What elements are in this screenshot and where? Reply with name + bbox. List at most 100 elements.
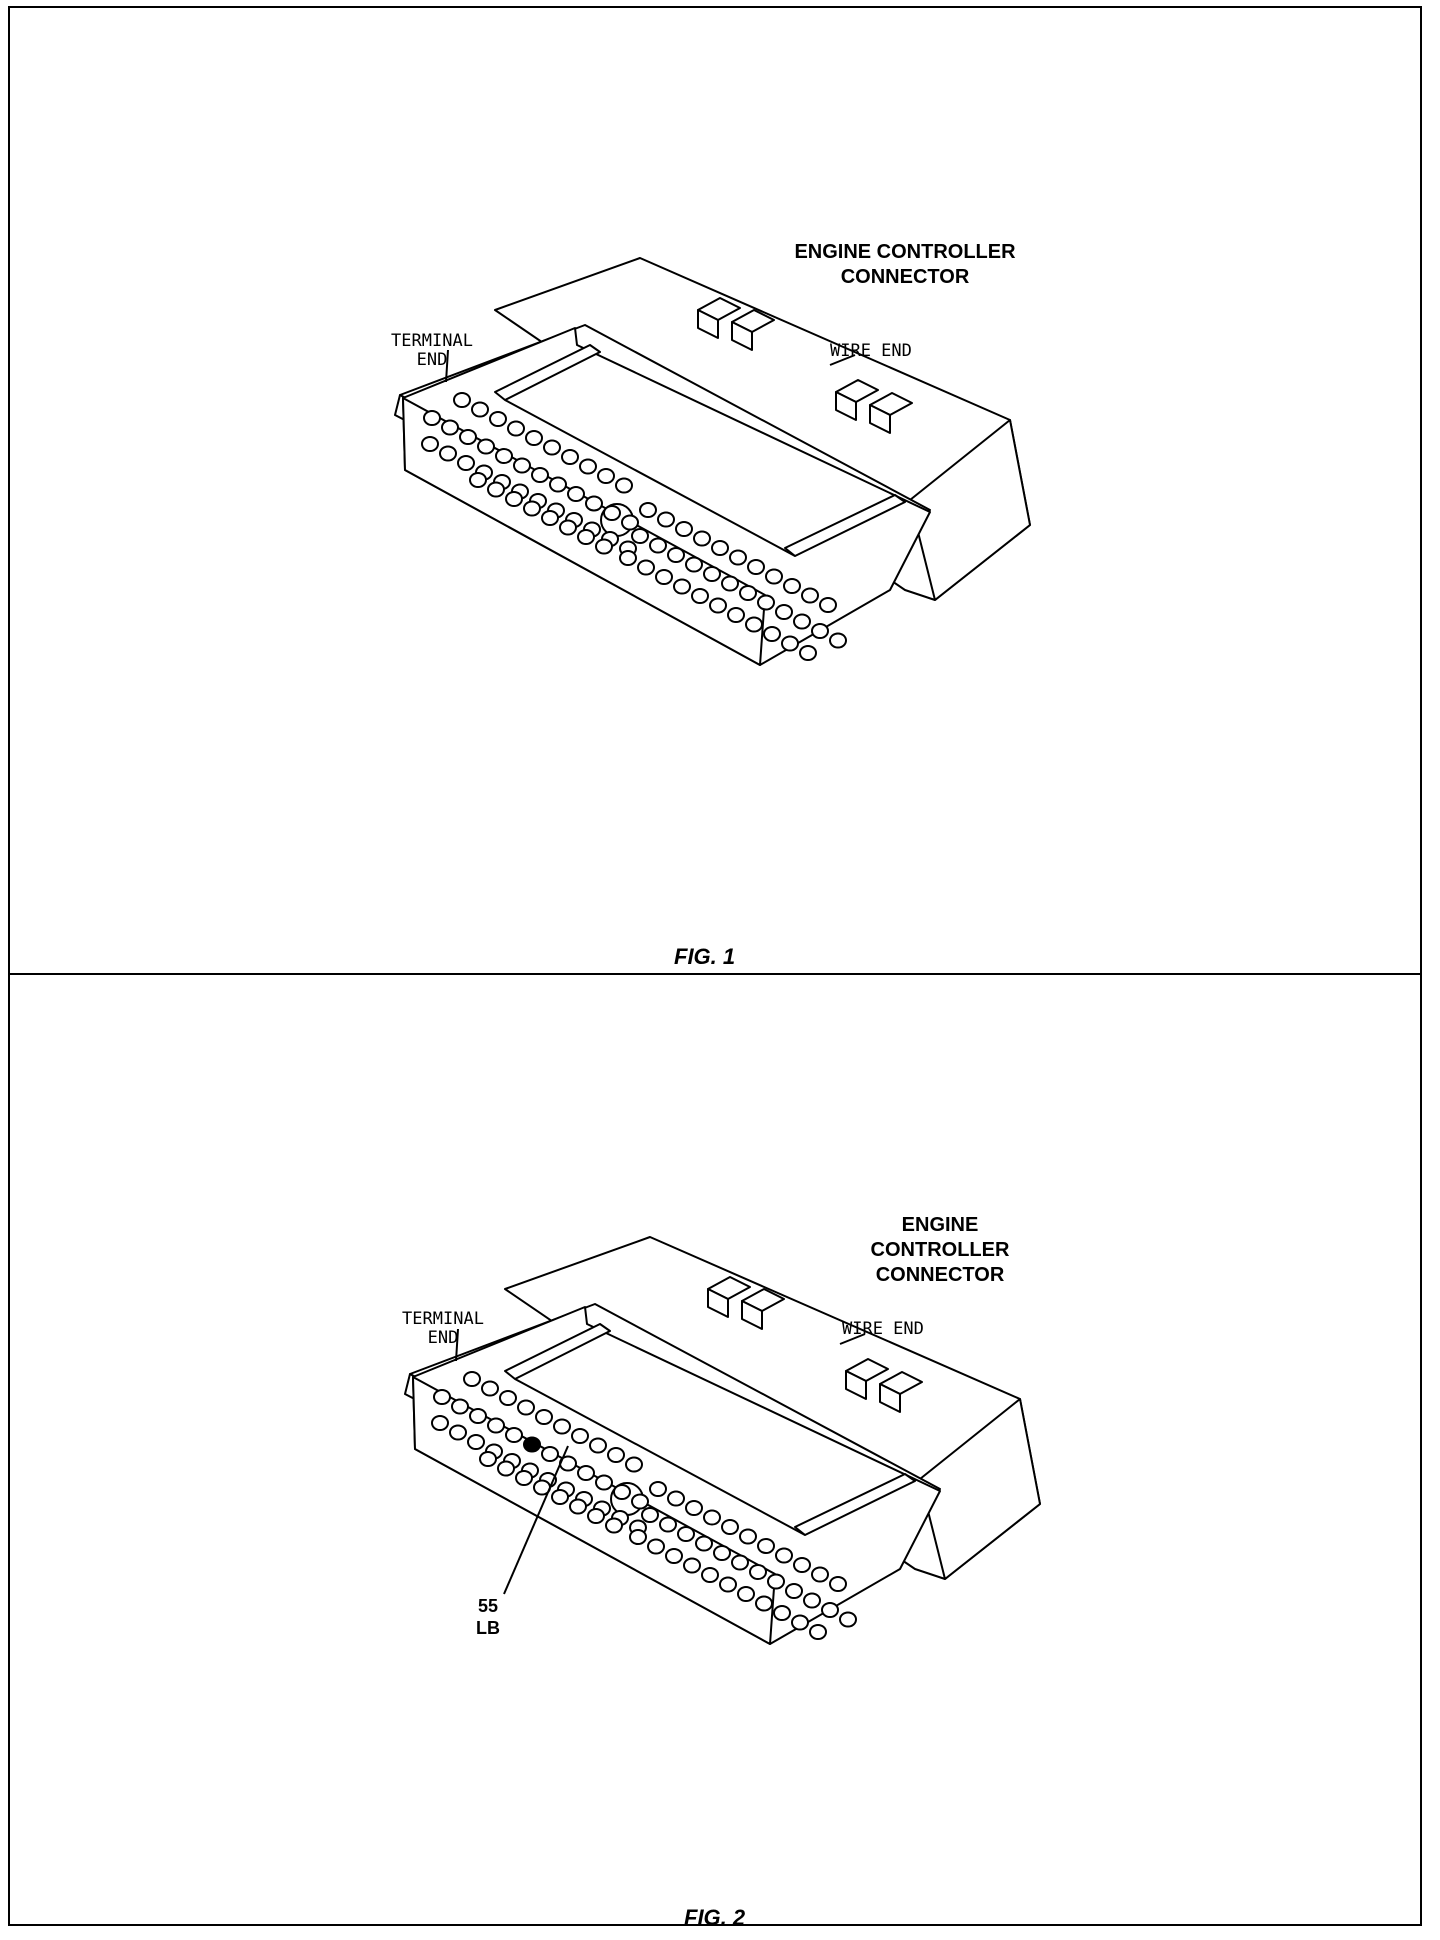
top-rail-left [494,344,601,401]
latch-side-2 [741,1300,763,1330]
pin-17 [531,467,549,483]
latch-side-1 [697,309,719,339]
pin-43 [639,502,657,518]
rail-edge [504,399,796,557]
pin-49 [747,559,765,575]
wire-end-leader [839,1333,866,1345]
pin-number: 55 [477,1596,499,1616]
pin-71 [709,597,727,614]
pin-50 [793,1557,811,1573]
pin-38 [523,500,541,517]
pin-25 [457,455,475,471]
pin-22 [431,1415,449,1431]
pin-7 [561,449,579,465]
pin-59 [721,575,739,592]
pin-13 [469,1408,487,1424]
pin-16 [541,1446,559,1462]
pin-callout-leader [503,1445,569,1595]
pin-12 [451,1398,469,1415]
pin-18 [577,1465,595,1481]
pin-55 [677,1526,695,1542]
rear-end-face [909,419,1031,601]
pin-5 [525,430,543,446]
title-line-1: ENGINE CONTROLLER [794,241,1016,263]
pin-34 [479,1451,497,1467]
pin-61 [785,1583,803,1599]
pin-66 [647,1538,665,1555]
pin-69 [701,1567,719,1583]
pin-71 [737,1586,755,1602]
pin-21 [631,1493,649,1510]
pin-42 [649,1481,667,1497]
pin-39 [569,1498,587,1515]
pin-47 [711,540,729,556]
pin-40 [587,1508,605,1524]
figure-caption: FIG. 1 [674,944,736,969]
figure-divider [8,973,1422,975]
pin-55 [649,537,667,554]
pin-20 [613,1484,631,1500]
pin-74 [791,1614,809,1631]
pin-4 [507,420,525,437]
pin-66 [619,550,637,566]
pin-41 [577,529,595,545]
terminal-end-line-2: END [416,350,448,370]
pin-46 [693,530,711,547]
pin-23 [449,1424,467,1441]
latch-side-4 [869,404,891,434]
pin-48 [757,1538,775,1554]
wire-color: LB [476,1618,500,1638]
pin-18 [549,476,567,493]
pin-64 [839,1611,857,1628]
pin-37 [505,491,523,507]
pin-68 [683,1557,701,1574]
pin-74 [763,626,781,642]
pin-44 [657,511,675,528]
terminal-end-leader [455,1328,459,1362]
latch-side-3 [835,391,857,421]
terminal-end-label: TERMINAL END [383,1310,503,1348]
figure-1-panel: ENGINE CONTROLLER CONNECTOR TERMINAL END… [0,0,1440,969]
pin-14 [477,438,495,455]
pin-53 [819,597,837,613]
pin-40 [559,519,577,536]
terminal-end-line-2: END [427,1328,459,1348]
pin-20 [585,495,603,512]
pin-47 [739,1528,757,1545]
connector-title: ENGINE CONTROLLER CONNECTOR [760,240,1050,290]
pin-45 [703,1509,721,1526]
pin-67 [637,559,655,576]
pin-64 [811,623,829,639]
pin-67 [665,1548,683,1564]
pin-35 [469,472,487,488]
pin-39 [541,510,559,526]
figure-1-connector-drawing [394,257,1031,666]
pin-73 [745,616,763,633]
pin-callout: 55 LB [458,1595,518,1639]
pin-1 [453,392,471,408]
pin-36 [515,1470,533,1486]
pin-69 [673,578,691,595]
pin-65 [829,632,847,649]
terminal-end-line-1: TERMINAL [402,1309,484,1329]
pin-62 [775,604,793,620]
pin-8 [579,458,597,475]
pin-23 [421,436,439,452]
pin-16 [513,457,531,474]
latch-side-4 [879,1383,901,1413]
pin-19 [567,486,585,502]
figure-2-connector-drawing [404,1236,1041,1645]
pin-8 [589,1437,607,1454]
pin-73 [773,1605,791,1621]
terminal-end-line-1: TERMINAL [391,331,473,351]
pin-21 [603,505,621,521]
pin-48 [729,549,747,566]
pin-76 [799,645,817,661]
pin-65 [629,1529,647,1545]
pin-57 [685,556,703,573]
pin-10 [625,1456,643,1473]
pin-2 [471,401,489,418]
pin-57 [713,1545,731,1561]
pin-70 [719,1576,737,1593]
title-line-1: ENGINE [901,1214,979,1236]
